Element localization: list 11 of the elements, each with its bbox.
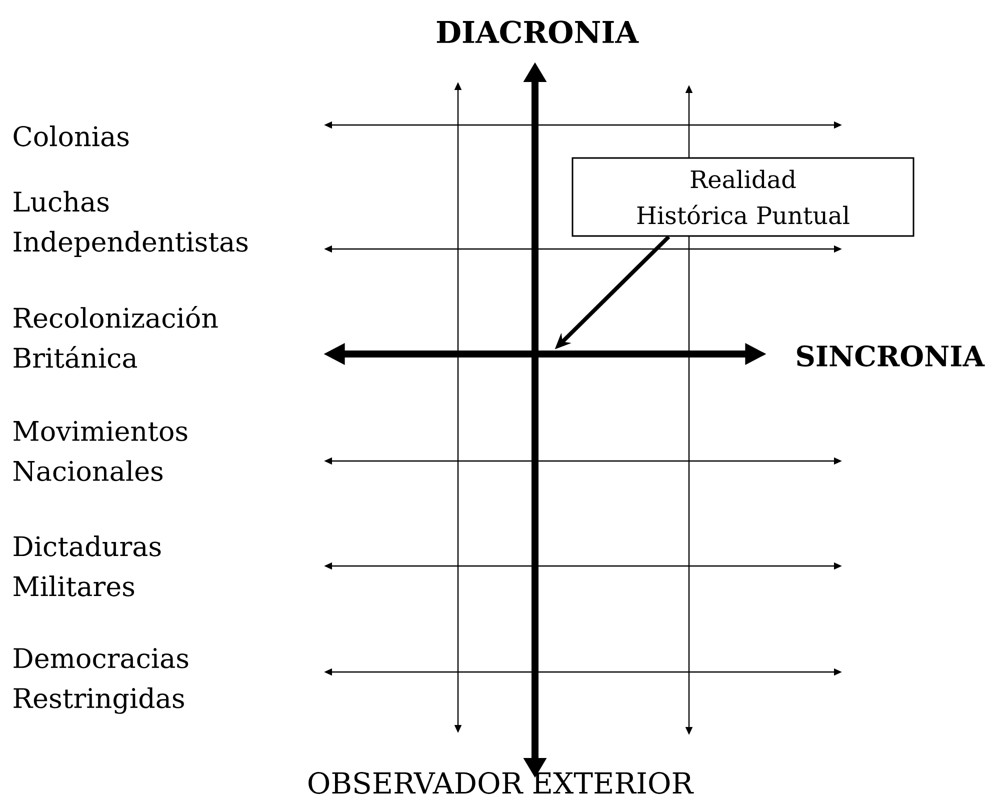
row-label: Luchas Independentistas [14, 190, 248, 258]
axis-label: DIACRONIA [436, 20, 639, 44]
row-label: Recolonización Británica [14, 306, 218, 368]
text-box: Realidad Histórica Puntual [572, 157, 914, 237]
row-label: Democracias Restringidas [14, 648, 188, 714]
horizontal-axis [324, 343, 766, 365]
row-label: Movimientos Nacionales [14, 420, 188, 482]
row-label: Colonias [14, 126, 129, 146]
row-label: Dictaduras Militares [14, 536, 161, 596]
axis-label: SINCRONIA [797, 345, 985, 367]
axis-label: OBSERVADOR EXTERIOR [308, 772, 694, 794]
